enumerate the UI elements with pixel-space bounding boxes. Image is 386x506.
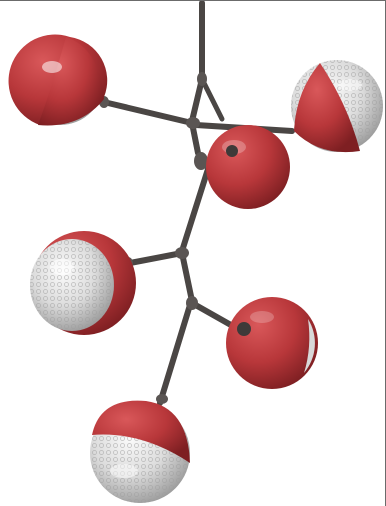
globe-top-right: [291, 60, 383, 153]
hub-joints: [99, 72, 208, 404]
globe-lower-right: [226, 297, 318, 389]
globe-top-left: [8, 34, 108, 126]
globe-bottom: [90, 400, 190, 503]
globe-center: [206, 125, 290, 209]
globe-mid-left: [30, 231, 136, 335]
